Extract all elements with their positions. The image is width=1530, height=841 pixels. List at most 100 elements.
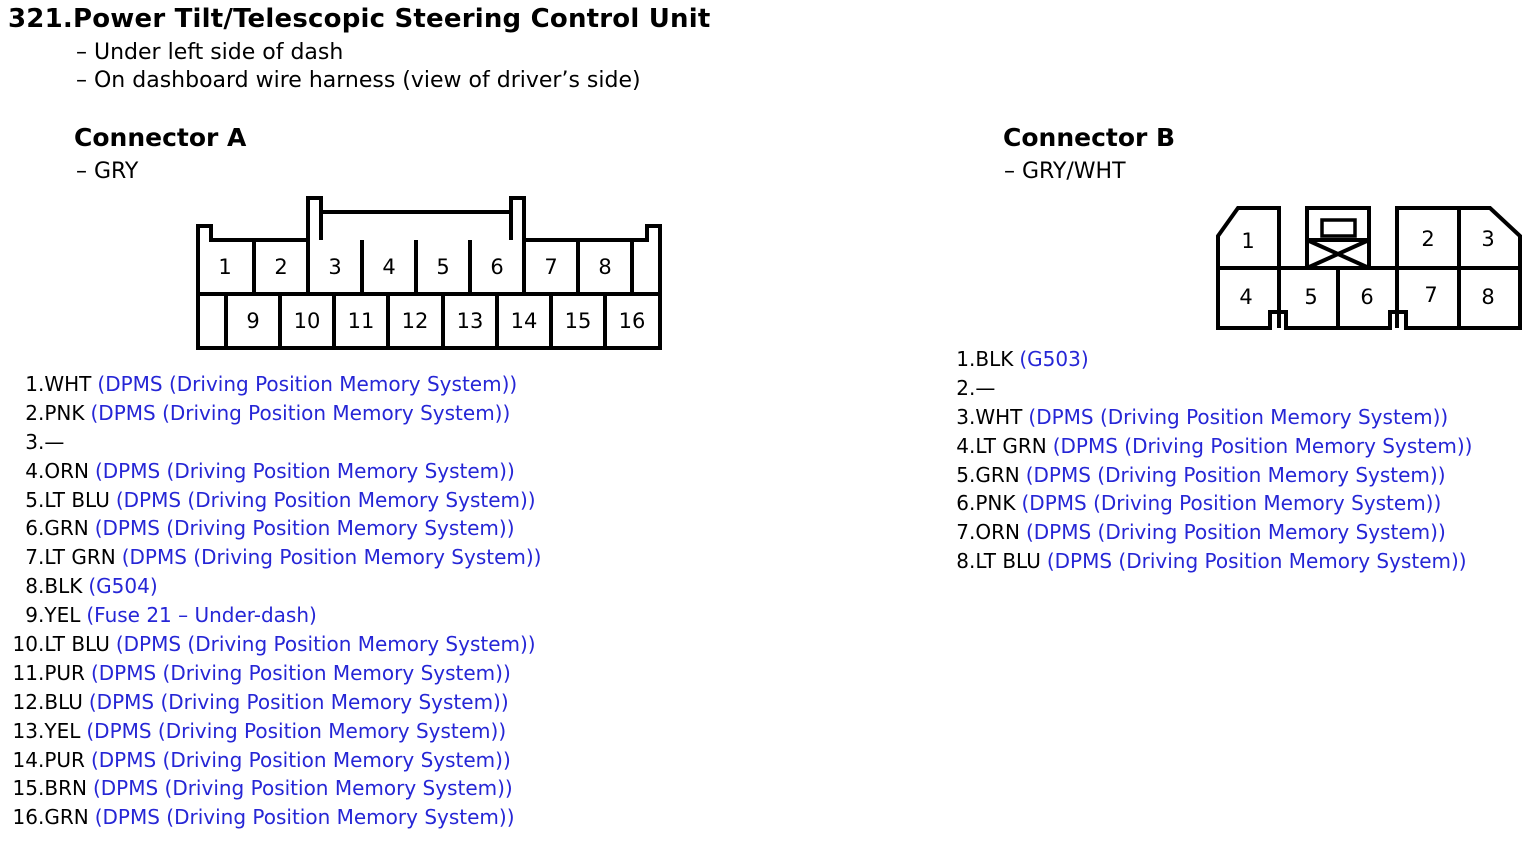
cavity-label: 1 [218, 255, 231, 279]
destination-link[interactable]: (G503) [1019, 347, 1089, 371]
pin-row: 6.GRN(DPMS (Driving Position Memory Syst… [0, 514, 541, 543]
cavity-label: 10 [294, 309, 321, 333]
cavity-label: 12 [402, 309, 429, 333]
pin-separator: . [38, 632, 45, 657]
wire-color: — [44, 429, 65, 454]
cavity-label: 8 [598, 255, 611, 279]
pin-number: 15 [12, 776, 38, 801]
wire-color: LT BLU [44, 632, 110, 657]
location-line-1: – Under left side of dash [76, 40, 344, 65]
pin-row: 16.GRN(DPMS (Driving Position Memory Sys… [0, 803, 541, 832]
pin-row: 4.LT GRN(DPMS (Driving Position Memory S… [0, 432, 1472, 461]
destination-link[interactable]: (DPMS (Driving Position Memory System)) [90, 660, 511, 685]
pin-number: 16 [12, 805, 38, 830]
pin-separator: . [38, 458, 45, 483]
wire-color: LT GRN [975, 433, 1047, 458]
wire-color: BLK [44, 574, 83, 599]
pin-separator: . [38, 372, 45, 396]
pin-number: 11 [12, 660, 38, 685]
destination-link[interactable]: (DPMS (Driving Position Memory System)) [90, 400, 511, 425]
pin-number: 8 [956, 549, 969, 574]
pin-row: 1.WHT(DPMS (Driving Position Memory Syst… [0, 370, 541, 399]
pin-separator: . [38, 574, 45, 599]
pin-number: 5 [25, 487, 38, 512]
pin-separator: . [38, 429, 45, 454]
destination-link[interactable]: (DPMS (Driving Position Memory System)) [1028, 404, 1449, 429]
pin-number: 3 [956, 404, 969, 429]
destination-link[interactable]: (DPMS (Driving Position Memory System)) [1025, 462, 1446, 487]
wire-color: PUR [44, 660, 85, 685]
pin-number: 8 [25, 574, 38, 599]
cavity-label: 1 [1241, 229, 1254, 253]
wire-color: LT GRN [44, 545, 116, 570]
pin-number: 3 [25, 429, 38, 454]
wire-color: BLK [975, 347, 1014, 371]
connector-b-diagram: 1 2 3 4 5 6 7 8 [1216, 206, 1522, 330]
destination-link[interactable]: (DPMS (Driving Position Memory System)) [115, 487, 536, 512]
destination-link[interactable]: (DPMS (Driving Position Memory System)) [115, 632, 536, 657]
cavity-label: 4 [382, 255, 395, 279]
destination-link[interactable]: (DPMS (Driving Position Memory System)) [1052, 433, 1473, 458]
cavity-label: 5 [436, 255, 449, 279]
cavity-label: 6 [1360, 285, 1373, 309]
destination-link[interactable]: (G504) [88, 574, 158, 599]
pin-number: 13 [12, 718, 38, 743]
pin-row: 5.LT BLU(DPMS (Driving Position Memory S… [0, 486, 541, 515]
cavity-label: 3 [1481, 227, 1494, 251]
wire-color: BLU [44, 689, 83, 714]
pin-number: 9 [25, 603, 38, 628]
pin-separator: . [38, 400, 45, 425]
connector-b-color: – GRY/WHT [1004, 159, 1126, 184]
pin-row: 6.PNK(DPMS (Driving Position Memory Syst… [0, 489, 1472, 518]
pin-separator: . [969, 491, 976, 516]
pin-row: 13.YEL(DPMS (Driving Position Memory Sys… [0, 717, 541, 746]
cavity-label: 16 [619, 309, 646, 333]
wire-color: PNK [44, 400, 85, 425]
destination-link[interactable]: (DPMS (Driving Position Memory System)) [1021, 491, 1442, 516]
destination-link[interactable]: (DPMS (Driving Position Memory System)) [1025, 520, 1446, 545]
pin-row: 14.PUR(DPMS (Driving Position Memory Sys… [0, 746, 541, 775]
wire-color: ORN [975, 520, 1020, 545]
wire-color: YEL [44, 718, 81, 743]
destination-link[interactable]: (DPMS (Driving Position Memory System)) [88, 689, 509, 714]
pin-row: 2.— [0, 374, 1472, 403]
destination-link[interactable]: (DPMS (Driving Position Memory System)) [1046, 549, 1467, 574]
destination-link[interactable]: (DPMS (Driving Position Memory System)) [94, 805, 515, 830]
destination-link[interactable]: (DPMS (Driving Position Memory System)) [121, 545, 542, 570]
destination-link[interactable]: (DPMS (Driving Position Memory System)) [94, 516, 515, 541]
cavity-label: 8 [1481, 285, 1494, 309]
cavity-label: 7 [544, 255, 557, 279]
pin-row: 11.PUR(DPMS (Driving Position Memory Sys… [0, 659, 541, 688]
wire-color: LT BLU [44, 487, 110, 512]
pin-row: 3.WHT(DPMS (Driving Position Memory Syst… [0, 403, 1472, 432]
cavity-label: 6 [490, 255, 503, 279]
destination-link[interactable]: (Fuse 21 – Under-dash) [86, 603, 317, 628]
cavity-label: 13 [457, 309, 484, 333]
wire-color: GRN [44, 805, 89, 830]
pin-separator: . [969, 549, 976, 574]
pin-separator: . [38, 487, 45, 512]
pin-row: 7.LT GRN(DPMS (Driving Position Memory S… [0, 543, 541, 572]
destination-link[interactable]: (DPMS (Driving Position Memory System)) [86, 718, 507, 743]
cavity-label: 2 [1421, 227, 1434, 251]
cavity-label: 15 [565, 309, 592, 333]
pin-separator: . [969, 433, 976, 458]
pin-separator: . [969, 404, 976, 429]
wire-color: ORN [44, 458, 89, 483]
connector-a-heading: Connector A [74, 123, 247, 152]
destination-link[interactable]: (DPMS (Driving Position Memory System)) [90, 747, 511, 772]
pin-row: 3.— [0, 428, 541, 457]
pin-separator: . [38, 545, 45, 570]
wire-color: WHT [975, 404, 1023, 429]
pin-row: 2.PNK(DPMS (Driving Position Memory Syst… [0, 399, 541, 428]
pin-row: 12.BLU(DPMS (Driving Position Memory Sys… [0, 688, 541, 717]
destination-link[interactable]: (DPMS (Driving Position Memory System)) [94, 458, 515, 483]
pin-number: 6 [956, 491, 969, 516]
pin-number: 4 [25, 458, 38, 483]
pin-separator: . [38, 747, 45, 772]
destination-link[interactable]: (DPMS (Driving Position Memory System)) [97, 372, 518, 396]
destination-link[interactable]: (DPMS (Driving Position Memory System)) [92, 776, 513, 801]
connector-a-pin-list: 1.WHT(DPMS (Driving Position Memory Syst… [0, 370, 542, 832]
wire-color: WHT [44, 372, 92, 396]
pin-number: 7 [956, 520, 969, 545]
